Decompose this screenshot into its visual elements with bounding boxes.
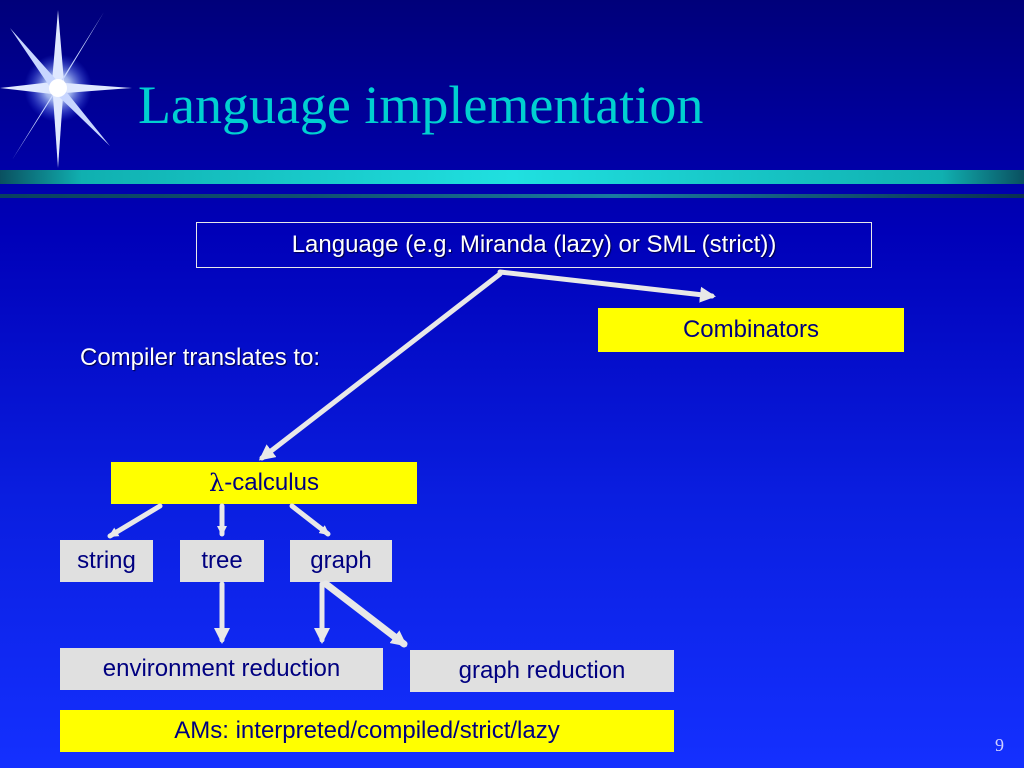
lambda-symbol: λ [209, 469, 225, 497]
starburst-icon [0, 10, 132, 168]
arrow-lambda-to-graph [289, 503, 331, 537]
language-box: Language (e.g. Miranda (lazy) or SML (st… [196, 222, 872, 268]
compiler-label: Compiler translates to: [80, 344, 321, 371]
title-divider-band [0, 170, 1024, 184]
ams-box: AMs: interpreted/compiled/strict/lazy [60, 710, 674, 752]
arrow-language-to-combinators [497, 269, 716, 303]
lambda-calculus-label: -calculus [224, 469, 319, 496]
string-box: string [60, 540, 153, 582]
arrow-lambda-to-string [107, 503, 163, 539]
arrow-graph-to-graph-reduction [322, 580, 408, 648]
title-divider-line [0, 194, 1024, 198]
lambda-calculus-box: λ-calculus [111, 462, 417, 504]
combinators-box: Combinators [598, 308, 904, 352]
arrow-language-to-lambda [258, 271, 503, 461]
slide-title: Language implementation [138, 75, 704, 135]
page-number: 9 [995, 735, 1004, 755]
tree-box: tree [180, 540, 264, 582]
environment-reduction-box: environment reduction [60, 648, 383, 690]
graph-box: graph [290, 540, 392, 582]
graph-reduction-box: graph reduction [410, 650, 674, 692]
